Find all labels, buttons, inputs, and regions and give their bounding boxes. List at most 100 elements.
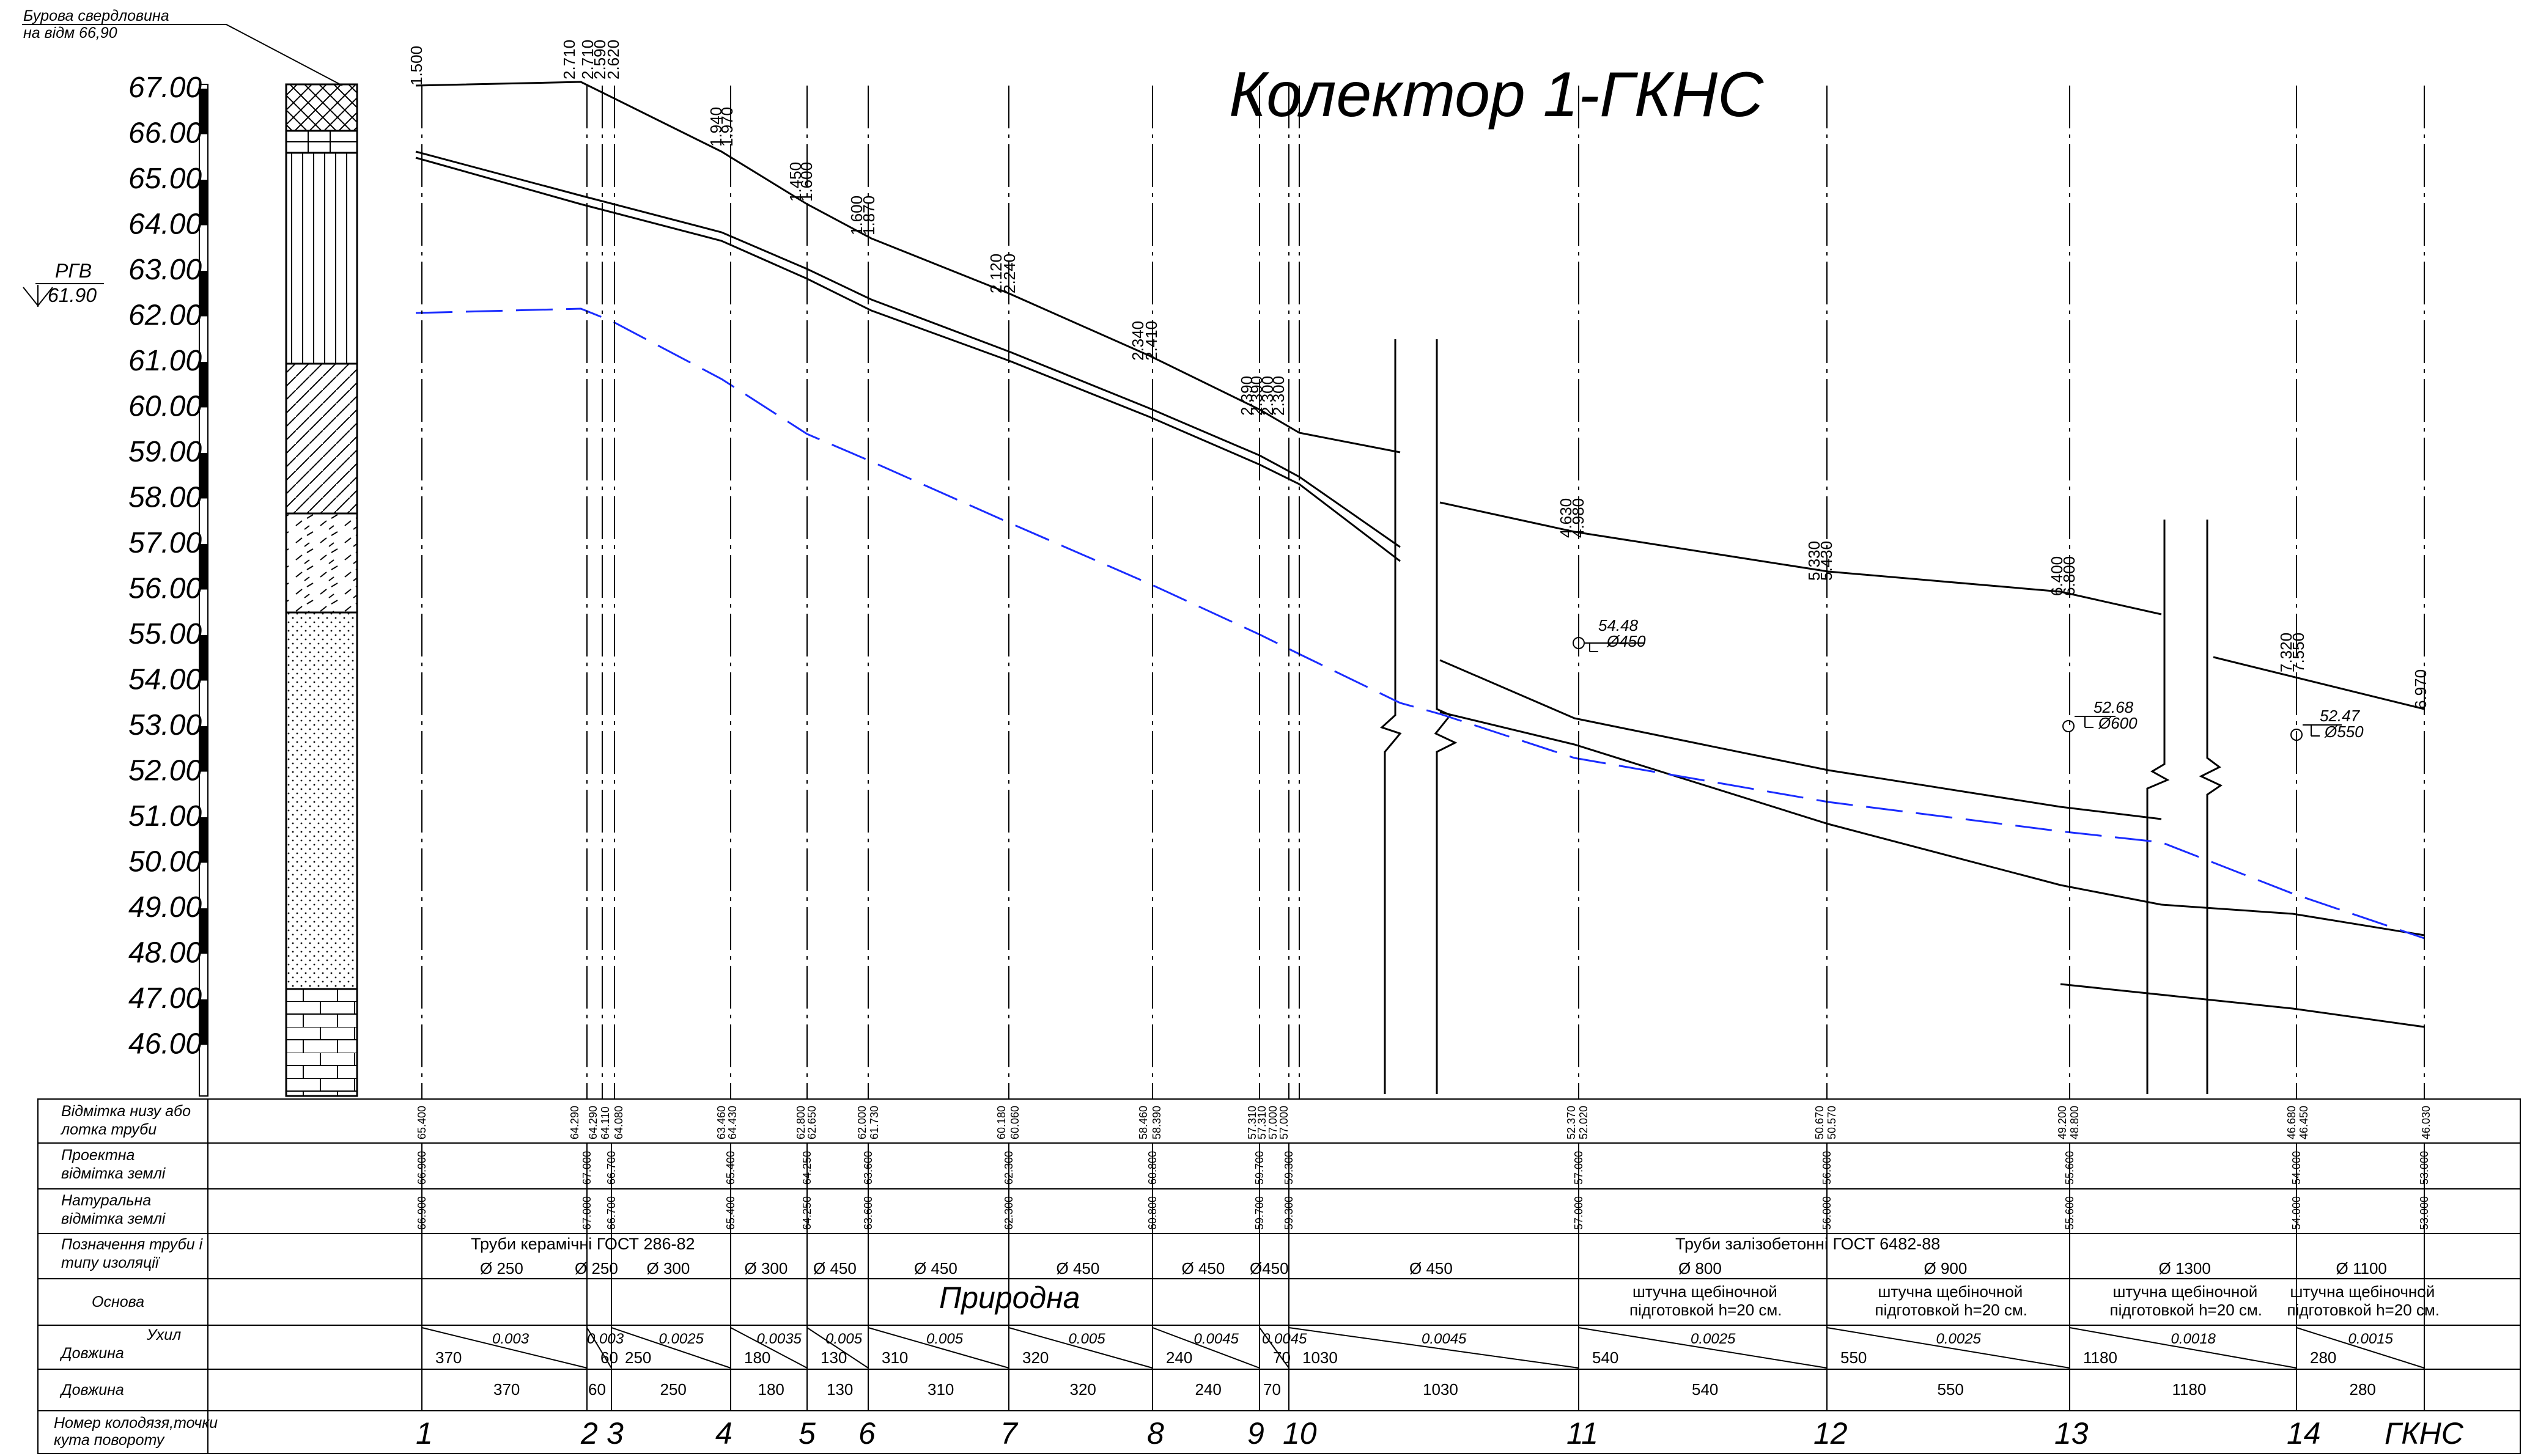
- pipe-bottom-2: [1439, 711, 2162, 906]
- ground-line-2: [1439, 501, 2162, 616]
- scale-label: 59.00: [128, 436, 202, 468]
- depth-label: 2.240: [1000, 254, 1019, 293]
- groundwater-label: РГВ: [55, 260, 92, 282]
- slope-length-value: 130: [821, 1348, 847, 1367]
- invert-value: 62.800: [795, 1106, 807, 1139]
- borehole-note-line1: Бурова свердловина: [23, 7, 169, 24]
- natural-value: 66.700: [605, 1196, 618, 1230]
- pipe-diameter: Ø 450: [914, 1259, 957, 1278]
- crossing-2: 52.68 Ø600: [2062, 698, 2138, 732]
- row-label-invert-1: Відмітка низу або: [61, 1103, 191, 1120]
- slope-line: [611, 1327, 731, 1369]
- scale-label: 55.00: [128, 618, 202, 650]
- row-label-length: Довжина: [59, 1381, 124, 1399]
- slope-length-value: 280: [2310, 1348, 2336, 1367]
- invert-value: 57.000: [1267, 1106, 1279, 1139]
- scale-bar-segment: [199, 271, 208, 317]
- scale-label: 47.00: [128, 982, 202, 1015]
- scale-label: 51.00: [128, 800, 202, 833]
- natural-value: 66.900: [416, 1196, 428, 1230]
- well-number: 12: [1813, 1416, 1848, 1450]
- natural-value: 55.600: [2064, 1196, 2076, 1230]
- borehole-note-line2: на відм 66,90: [23, 24, 117, 42]
- scale-label: 66.00: [128, 117, 202, 150]
- crushed-stone-line2: підготовкой h=20 см.: [2110, 1301, 2262, 1319]
- depth-label: 4.980: [1569, 498, 1587, 538]
- depth-label: 7.320: [2277, 633, 2295, 672]
- slope-length-value: 60: [600, 1348, 618, 1367]
- pipe-group-ceramic: Труби керамічні ГОСТ 286-82: [471, 1235, 695, 1253]
- design-value: 59.700: [1253, 1151, 1266, 1185]
- row-label-pipe-2: типу изоляції: [61, 1254, 161, 1271]
- design-value: 54.000: [2290, 1151, 2303, 1185]
- depth-label: 1.500: [407, 46, 426, 86]
- crushed-stone-line2: підготовкой h=20 см.: [1875, 1301, 2027, 1319]
- scale-label: 67.00: [128, 72, 202, 104]
- slope-line: [730, 1327, 808, 1369]
- scale-label: 54.00: [128, 664, 202, 696]
- well-number: 5: [799, 1416, 816, 1450]
- depth-label: 2.410: [1142, 321, 1160, 361]
- slope-line: [2296, 1327, 2425, 1369]
- groundwater-marker: [23, 283, 104, 307]
- drawing-title: Колектор 1-ГКНС: [1229, 59, 1764, 130]
- pipe-top: [415, 150, 1401, 548]
- design-value: 64.250: [801, 1151, 813, 1185]
- invert-value: 64.290: [587, 1106, 599, 1139]
- slope-value: 0.005: [926, 1331, 964, 1347]
- natural-value: 53.000: [2418, 1196, 2430, 1230]
- shaft-1: [1380, 339, 1458, 1094]
- design-value: 53.000: [2418, 1151, 2430, 1185]
- depth-label: 1.600: [847, 196, 866, 235]
- depth-label: 4.630: [1557, 498, 1575, 538]
- depth-label: 2.390: [1238, 376, 1256, 416]
- invert-value: 58.460: [1137, 1106, 1149, 1139]
- crossing-2-elev: 52.68: [2094, 698, 2134, 716]
- slope-length-value: 1180: [2083, 1348, 2117, 1367]
- design-value: 56.000: [1821, 1151, 1833, 1185]
- shaft-2: [2146, 520, 2223, 1094]
- well-number: 1: [416, 1416, 433, 1450]
- depth-label: 7.550: [2289, 633, 2308, 672]
- well-number: ГКНС: [2385, 1416, 2464, 1450]
- row-label-slope: Ухил: [146, 1326, 181, 1344]
- invert-value: 61.730: [868, 1106, 880, 1139]
- table-row-labels: Відмітка низу або лотка труби Проектна в…: [54, 1103, 218, 1449]
- design-value: 67.000: [581, 1151, 593, 1185]
- depth-label: 1.600: [797, 162, 816, 202]
- crushed-stone-line1: штучна щебіночной: [1878, 1282, 2023, 1301]
- scale-label: 48.00: [128, 937, 202, 969]
- invert-value: 62.000: [856, 1106, 868, 1139]
- invert-value: 60.180: [995, 1106, 1008, 1139]
- row-label-natural-2: відмітка землі: [61, 1210, 166, 1227]
- pipe-diameter: Ø 800: [1678, 1259, 1722, 1278]
- scale-label: 57.00: [128, 527, 202, 559]
- row-label-num-1: Номер колодязя,точки: [54, 1414, 218, 1432]
- length-value: 280: [2350, 1380, 2376, 1399]
- pipe-diameter: Ø 1300: [2159, 1259, 2211, 1278]
- slope-value: 0.0025: [1936, 1331, 1982, 1347]
- scale-label: 64.00: [128, 208, 202, 241]
- row-label-design-1: Проектна: [61, 1147, 135, 1164]
- profile-geometry: [415, 81, 2425, 1094]
- depth-label: 2.300: [1269, 376, 1288, 416]
- slope-length-value: 310: [882, 1348, 908, 1367]
- slope-length-value: 540: [1592, 1348, 1618, 1367]
- slope-line: [1578, 1327, 1828, 1369]
- invert-value: 58.390: [1151, 1106, 1163, 1139]
- pipe-diameter: Ø 250: [575, 1259, 618, 1278]
- pipe-diameter: Ø 300: [745, 1259, 788, 1278]
- slope-length-value: 250: [625, 1348, 651, 1367]
- scale-bar-segment: [199, 453, 208, 499]
- scale-label: 56.00: [128, 573, 202, 605]
- vertical-scale-bar: [199, 84, 208, 1097]
- well-number: 4: [715, 1416, 732, 1450]
- row-label-base: Основа: [92, 1293, 144, 1311]
- depth-label: 6.970: [2411, 669, 2430, 709]
- slope-line: [806, 1327, 869, 1369]
- row-label-natural-1: Натуральна: [61, 1192, 151, 1209]
- well-number: 11: [1566, 1416, 1598, 1450]
- invert-value: 50.670: [1813, 1106, 1826, 1139]
